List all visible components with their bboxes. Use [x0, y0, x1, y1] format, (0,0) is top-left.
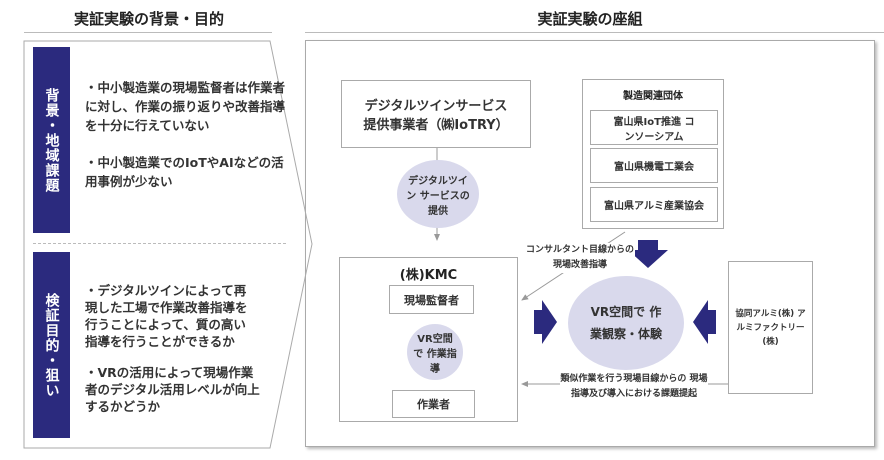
right-title-rule: [305, 32, 884, 33]
worker-box: 作業者: [392, 390, 475, 418]
right-arrow-icon: [534, 300, 557, 344]
purpose-label: 検証目的・狙い: [33, 252, 70, 438]
provision-bubble: デジタルツイン サービスの提供: [397, 160, 479, 228]
partner-note: 類似作業を行う現場目線からの 現場指導及び導入における課題提起: [560, 372, 708, 402]
association-member: 富山県機電工業会: [590, 148, 718, 183]
association-member: 富山県IoT推進 コンソーシアム: [590, 110, 718, 145]
chevron-panel: [23, 40, 313, 449]
left-arrow-icon: [693, 300, 716, 344]
partners-box: 協同アルミ(株) アルミファクトリー(株): [728, 261, 813, 394]
section-divider: [33, 243, 286, 244]
kmc-title: (株)KMC: [399, 268, 458, 283]
vr-experience-bubble: VR空間で 作業観察・体験: [568, 276, 684, 370]
background-point: ・中小製造業でのIoTやAIなどの活用事例が少ない: [85, 155, 284, 189]
vr-guidance-bubble: VR空間で 作業指導: [407, 324, 463, 380]
purpose-point: ・VRの活用によって現場作業者のデジタル活用レベルが向上するかどうか: [85, 365, 260, 414]
association-member: 富山県アルミ産業協会: [590, 187, 718, 222]
scheme-frame: [305, 40, 875, 447]
background-label: 背景・地域課題: [33, 47, 70, 233]
left-title-rule: [24, 32, 272, 33]
purpose-point: ・デジタルツインによって再現した工場で作業改善指導を行うことによって、質の高い指…: [85, 283, 248, 349]
consultant-note: コンサルタント目線からの 現場改善指導: [525, 243, 635, 273]
provider-box: デジタルツインサービス 提供事業者（㈱IoTRY）: [341, 80, 531, 148]
right-section-title: 実証実験の座組: [537, 10, 643, 28]
association-title: 製造関連団体: [623, 91, 683, 102]
supervisor-box: 現場監督者: [389, 285, 474, 314]
down-arrow-icon: [628, 240, 668, 268]
background-point: ・中小製造業の現場監督者は作業者に対し、作業の振り返りや改善指導を十分に行えてい…: [85, 80, 286, 133]
left-section-title: 実証実験の背景・目的: [73, 10, 224, 28]
